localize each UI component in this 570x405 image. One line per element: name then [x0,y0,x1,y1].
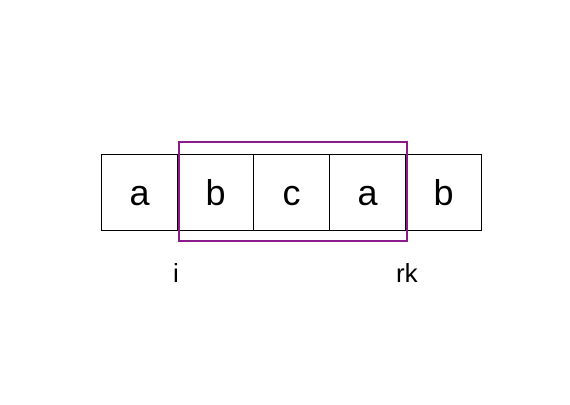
array-cell: a [101,154,178,231]
array-cell: b [405,154,482,231]
array-cell: c [253,154,330,231]
array-cell: a [329,154,406,231]
pointer-label-right: rk [396,258,418,288]
array-cell: b [177,154,254,231]
string-array: a b c a b [101,154,486,231]
pointer-label-left: i [173,258,179,288]
